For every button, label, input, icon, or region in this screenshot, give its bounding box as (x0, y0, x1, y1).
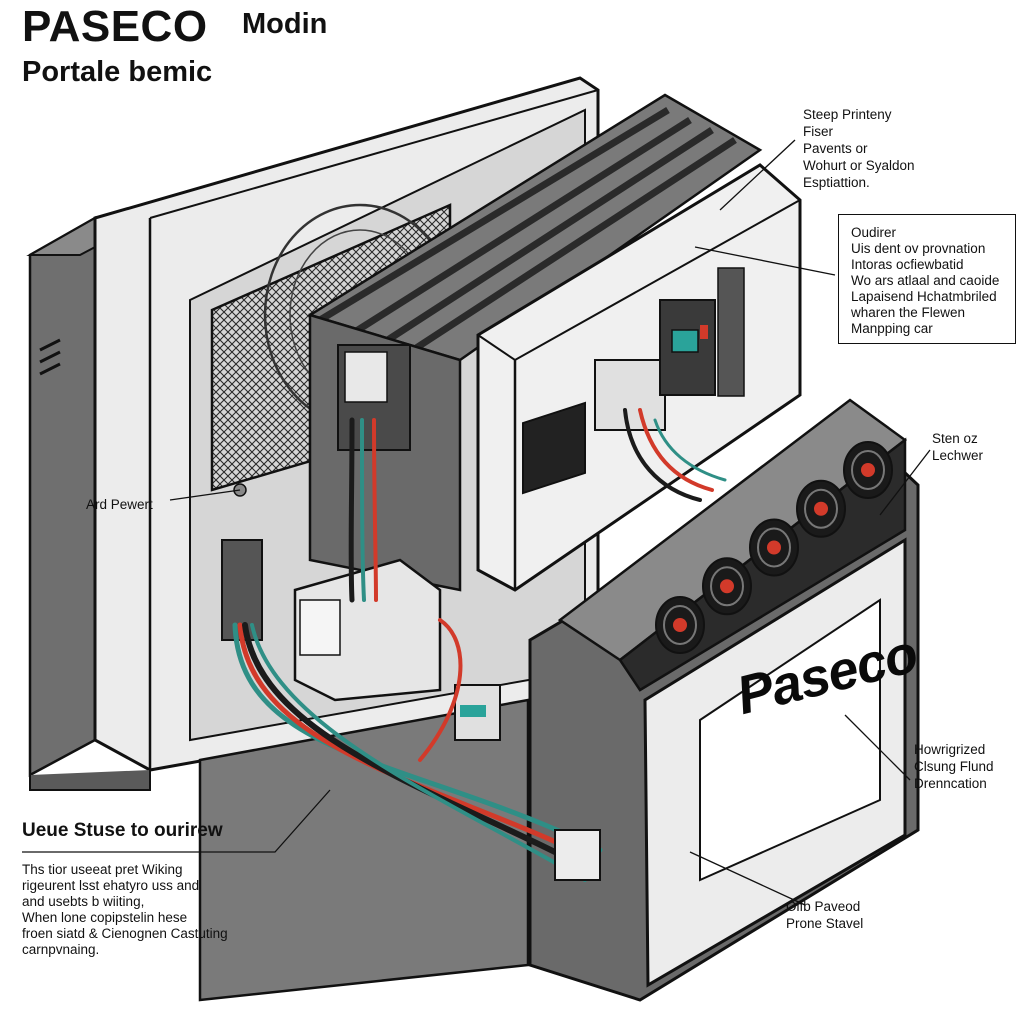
label-line: Oifb Paveod (786, 899, 861, 914)
callout-lines (22, 139, 931, 906)
label-line: wharen the Flewen (851, 305, 966, 320)
label-boxed: Oudirer Uis dent ov provnation Intoras o… (838, 214, 1016, 344)
use-line: froen siatd & Cienognen Castuting (22, 926, 228, 941)
use-heading: Ueue Stuse to ourirew (22, 820, 223, 841)
brand-title: PASECO (22, 2, 208, 51)
heat-exchanger (306, 93, 763, 592)
label-line: Pavents or (803, 141, 868, 156)
label-line: Manpping car (851, 321, 933, 336)
label-line: Lapaisend Hchatmbriled (851, 289, 997, 304)
front-unit (528, 398, 920, 1002)
label-line: Clsung Flund (914, 759, 994, 774)
wire-terminal (554, 829, 601, 881)
label-line: Lechwer (932, 448, 984, 463)
label-top-right: Steep Printeny Fiser Pavents or Wohurt o… (803, 106, 915, 191)
fan-ring (663, 605, 697, 645)
electrical-module (221, 539, 501, 741)
use-line: Ths tior useeat pret Wiking (22, 862, 183, 877)
side-vent-slots (39, 338, 61, 376)
use-line: When lone copipstelin hese (22, 910, 188, 925)
label-line: Steep Printeny (803, 107, 892, 122)
front-fans (655, 441, 893, 654)
label-line: Sten oz (932, 431, 978, 446)
use-line: carnpvnaing. (22, 942, 100, 957)
label-line: Uis dent ov provnation (851, 241, 986, 256)
control-panel (476, 163, 802, 592)
fan-ring (757, 527, 791, 568)
label-power: Ard Pewert (86, 497, 153, 512)
use-line: and usebts b wiiting, (22, 894, 145, 909)
fan-hub (720, 579, 734, 594)
label-line: Oudirer (851, 225, 897, 240)
use-line: rigeurent lsst ehatyro uss and (22, 878, 200, 893)
label-line: Intoras ocfiewbatid (851, 257, 964, 272)
label-line: Prone Stavel (786, 916, 864, 931)
wiring-harness (232, 408, 727, 882)
label-line: Esptiattion. (803, 175, 870, 190)
label-line: Drenncation (914, 776, 987, 791)
model-title: Modin (242, 8, 328, 40)
label-line: Fiser (803, 124, 833, 139)
label-lower-right: Sten oz Lechwer (932, 430, 983, 464)
label-line: Wo ars atlaal and caoide (851, 273, 1000, 288)
label-line: Howrigrized (914, 742, 986, 757)
fan-hub (814, 501, 828, 516)
fan-ring (851, 450, 885, 490)
subtitle: Portale bemic (22, 56, 213, 88)
fan-hub (767, 540, 781, 555)
fan-hub (673, 618, 687, 632)
fan-ring (804, 488, 838, 529)
label-fan: Howrigrized Clsung Flund Drenncation (914, 741, 994, 792)
use-body: Ths tior useeat pret Wiking rigeurent ls… (22, 862, 228, 958)
base-panel (198, 698, 530, 1002)
fan-ring (710, 566, 744, 607)
label-line: Wohurt or Syaldon (803, 158, 915, 173)
fan-hub (861, 463, 875, 477)
label-panel: Oifb Paveod Prone Stavel (786, 898, 863, 932)
